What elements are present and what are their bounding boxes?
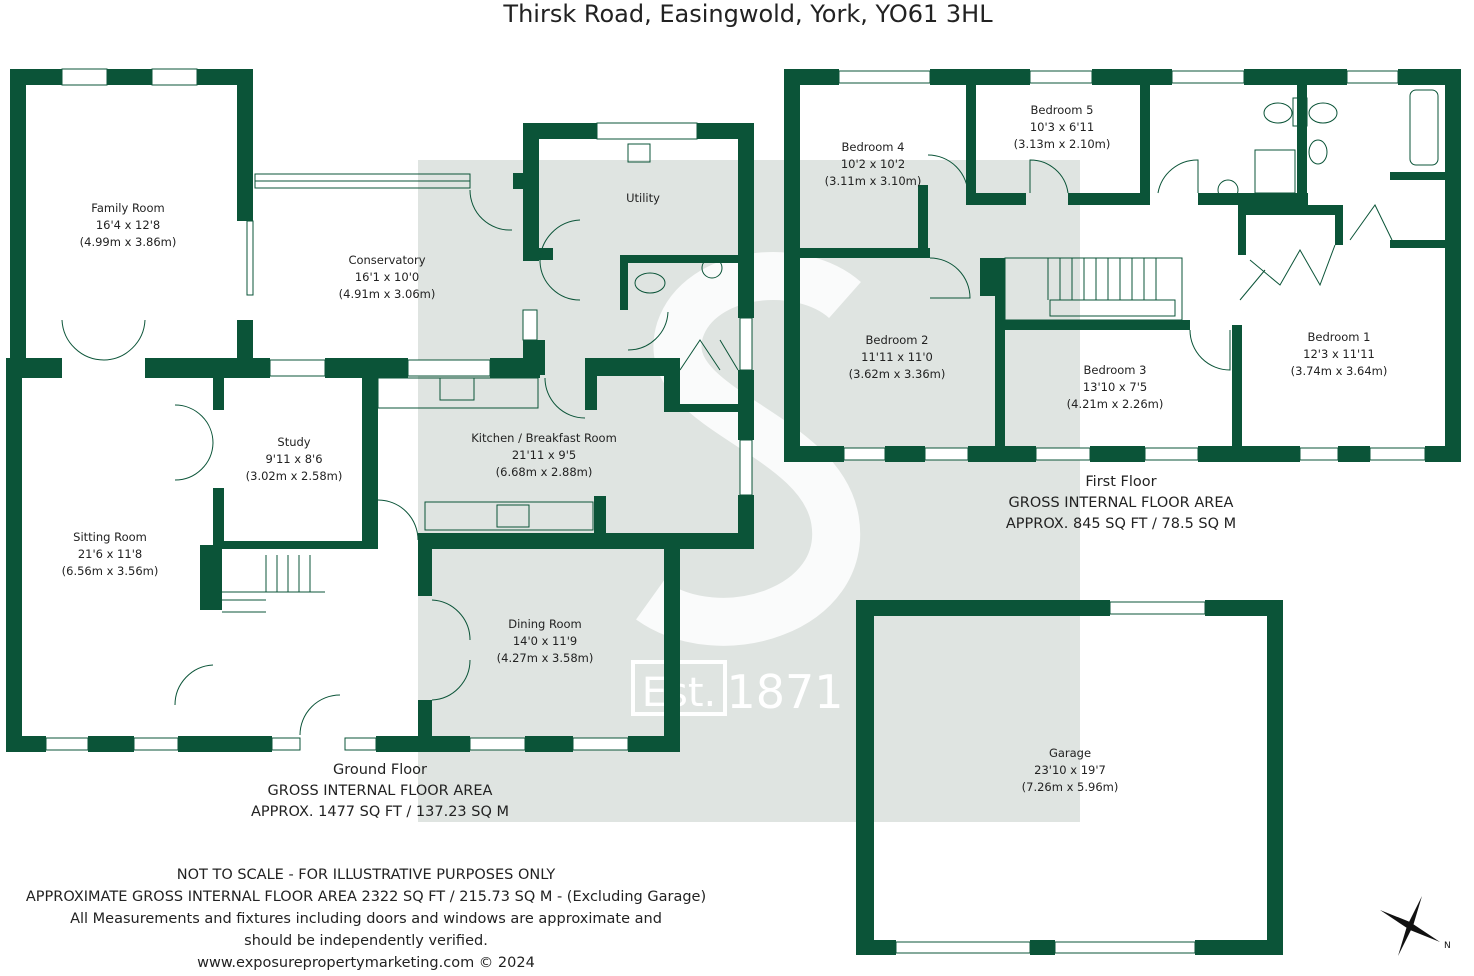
garage-walls bbox=[856, 600, 1283, 955]
garage-windows bbox=[895, 601, 1206, 954]
compass-label: N bbox=[1444, 941, 1451, 951]
room-label-utility: Utility bbox=[626, 191, 660, 205]
first-floor-windows bbox=[838, 70, 1426, 461]
first-floor-details bbox=[927, 89, 1439, 371]
page-title: Thirsk Road, Easingwold, York, YO61 3HL bbox=[503, 0, 993, 28]
ground-floor-details bbox=[61, 143, 739, 736]
svg-text:1871: 1871 bbox=[726, 665, 843, 719]
disclaimer-notes: NOT TO SCALE - FOR ILLUSTRATIVE PURPOSES… bbox=[25, 867, 707, 971]
ground-floor-windows bbox=[45, 68, 753, 751]
compass-icon: N bbox=[1380, 896, 1451, 956]
first-floor-walls bbox=[784, 69, 1461, 462]
